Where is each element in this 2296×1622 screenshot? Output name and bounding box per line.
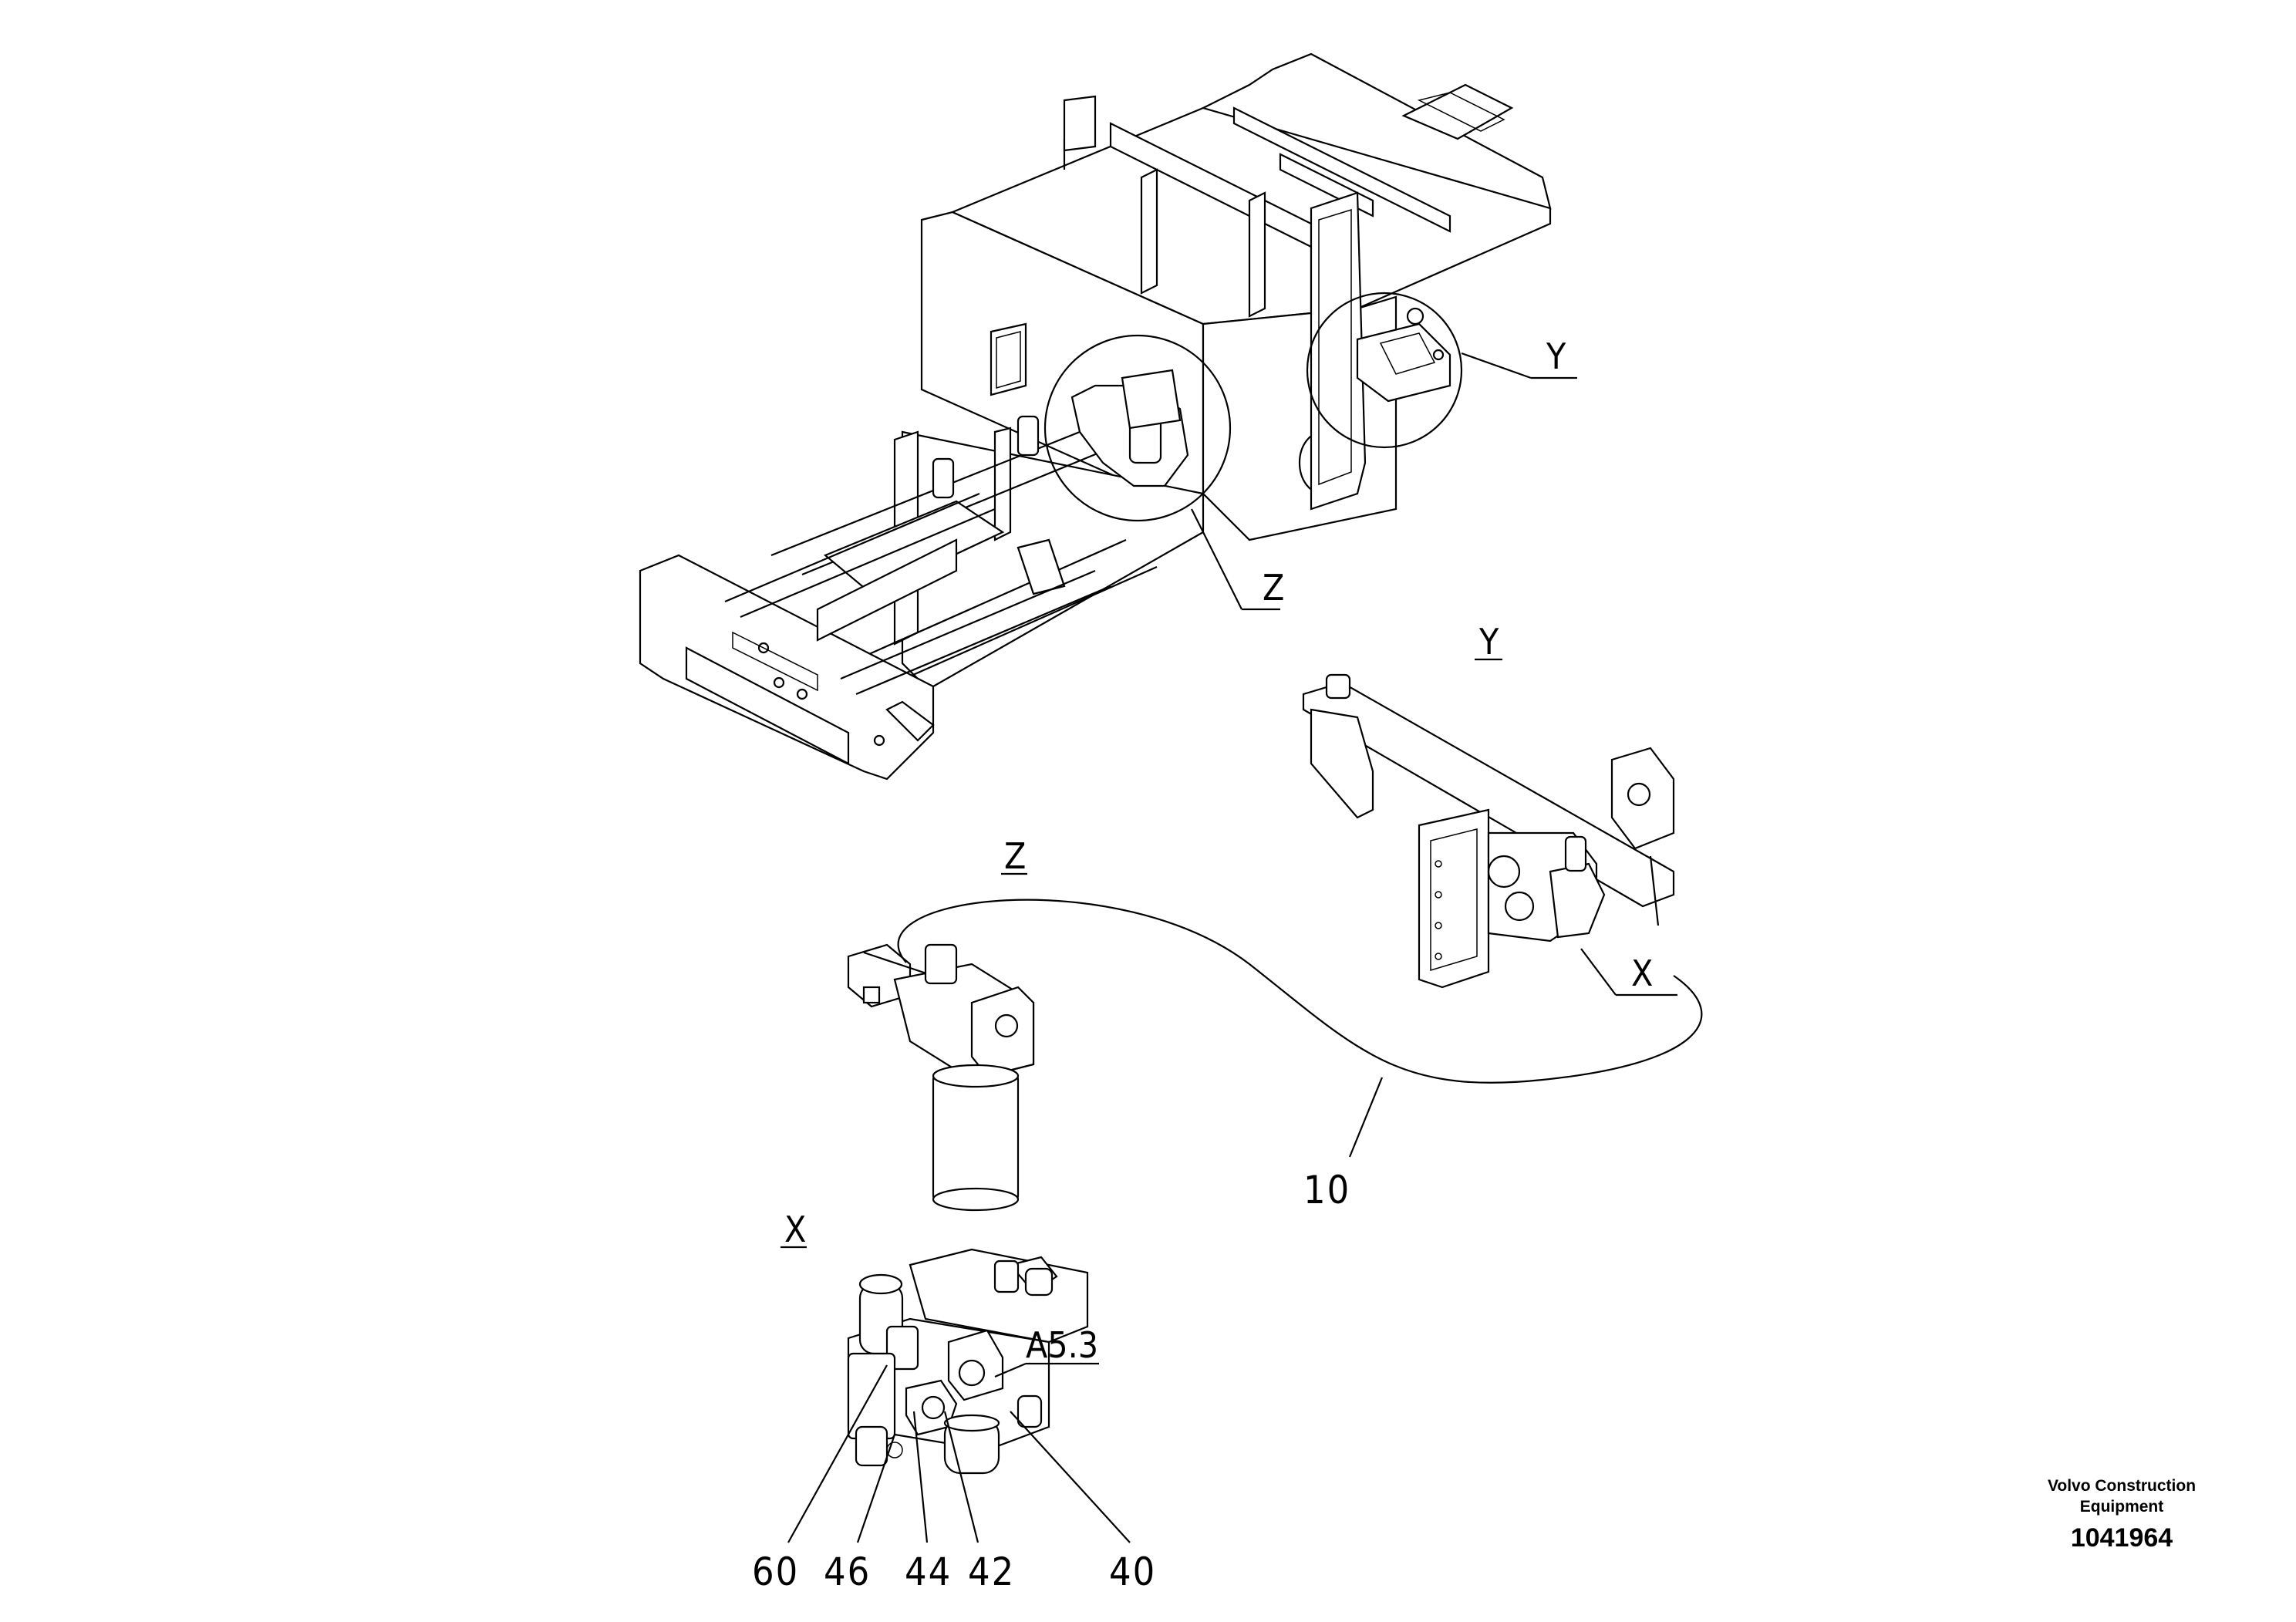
part-label-a53: A5.3	[1026, 1324, 1098, 1366]
part-label-40: 40	[1109, 1549, 1156, 1594]
part-label-42: 42	[968, 1549, 1015, 1594]
part-label-46: 46	[824, 1549, 871, 1594]
detail-y-drawing	[1302, 673, 1677, 996]
brand-name-line1: Volvo Construction	[2047, 1477, 2197, 1495]
view-z-callout-label: Z	[1263, 567, 1284, 609]
brand-name-line2: Equipment	[2079, 1498, 2164, 1516]
part-label-60: 60	[752, 1549, 799, 1594]
detail-z-drawing	[847, 899, 1703, 1212]
view-y-callout-label: Y	[1546, 336, 1566, 377]
view-x-title: X	[784, 1209, 806, 1250]
part-label-10: 10	[1303, 1168, 1350, 1212]
view-y-title: Y	[1478, 621, 1499, 663]
view-z-title: Z	[1004, 835, 1026, 877]
view-x-callout-label: X	[1631, 953, 1653, 994]
main-frame-drawing	[639, 52, 1577, 781]
leader-10	[1348, 1077, 1384, 1158]
document-number: 1041964	[2070, 1523, 2173, 1553]
detail-x-drawing	[787, 1248, 1131, 1543]
hose-line	[897, 899, 1703, 1084]
part-label-44: 44	[905, 1549, 952, 1594]
